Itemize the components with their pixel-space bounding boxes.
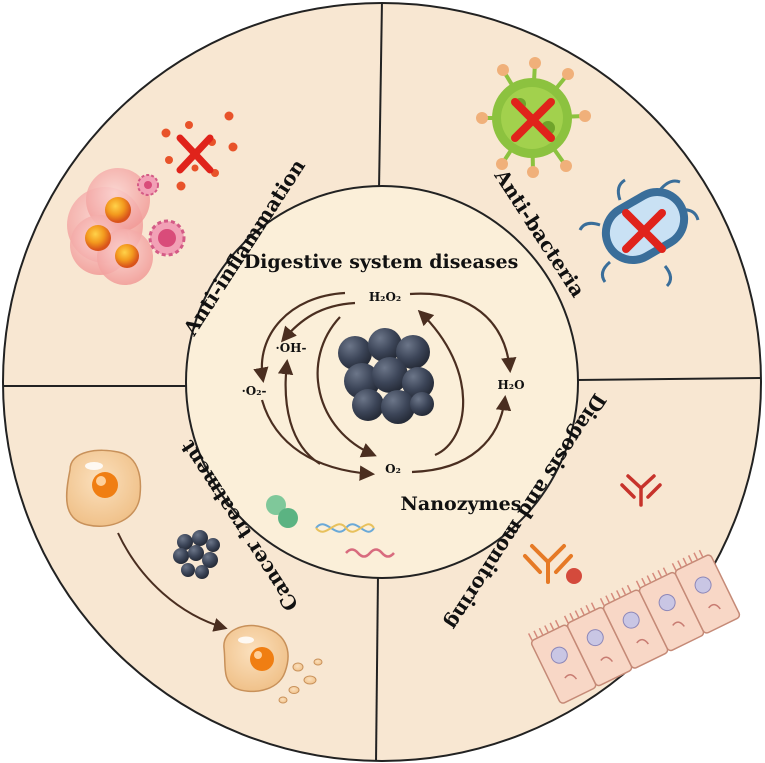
- o2-label: O₂: [385, 462, 401, 476]
- oh-label: ·OH-: [276, 341, 307, 355]
- dna-icon: [315, 523, 375, 533]
- macrophage-icon: [137, 174, 186, 257]
- nanozyme-cluster-icon: [173, 530, 220, 579]
- treatment-arrow: [117, 532, 228, 632]
- green-particle-icon: [266, 495, 298, 528]
- rna-icon: [345, 548, 395, 558]
- inflamed-cells-icon: [67, 168, 153, 285]
- nanoparticle-cluster-icon: [338, 328, 434, 424]
- tumor-cell-icon: [65, 449, 142, 527]
- center-title: Digestive system diseases: [244, 251, 519, 273]
- h2o-label: H₂O: [497, 378, 524, 392]
- antibody-icon: [523, 544, 573, 584]
- cross-icon: [622, 209, 666, 253]
- dying-tumor-cell-icon: [223, 624, 323, 704]
- o2-radical-label: ·O₂-: [242, 384, 267, 398]
- antibody-icon: [620, 474, 662, 507]
- cross-icon: [511, 98, 555, 142]
- reaction-arrows: [253, 291, 517, 481]
- nanozymes-label: Nanozymes: [401, 493, 522, 515]
- h2o2-label: H₂O₂: [369, 290, 401, 304]
- ros-particles-icon: [161, 111, 238, 191]
- cross-icon: [176, 134, 214, 174]
- antigen-icon: [566, 568, 582, 584]
- epithelial-cells-icon: [527, 549, 741, 704]
